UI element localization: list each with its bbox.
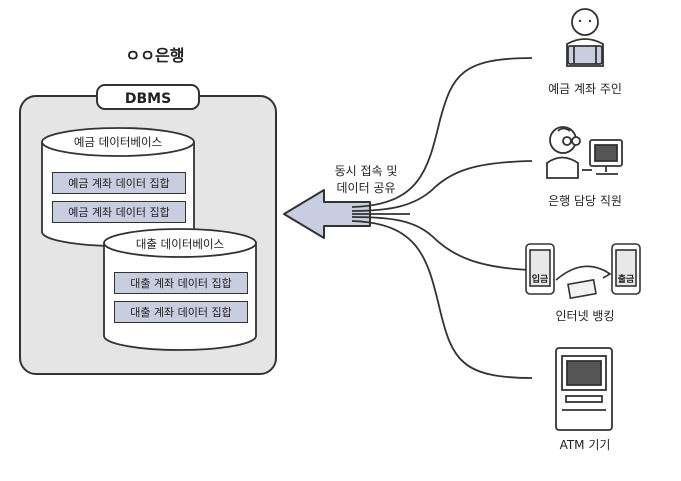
loan-data-set-1: 대출 계좌 데이터 집합 xyxy=(114,272,248,294)
deposit-db-title: 예금 데이터베이스 xyxy=(73,135,163,149)
deposit-data-set-2: 예금 계좌 데이터 집합 xyxy=(52,201,186,223)
loan-data-set-2: 대출 계좌 데이터 집합 xyxy=(114,301,248,323)
deposit-data-set-1: 예금 계좌 데이터 집합 xyxy=(52,172,186,194)
internet-banking-icon xyxy=(525,243,641,300)
shared-access-line1: 동시 접속 및 xyxy=(334,164,398,178)
bank-staff-icon xyxy=(546,126,623,179)
user-label-atm: ATM 기기 xyxy=(559,438,611,452)
loan-db-title: 대출 데이터베이스 xyxy=(135,237,225,251)
withdraw-text: 출금 xyxy=(617,275,635,285)
user-label-account-owner: 예금 계좌 주인 xyxy=(548,82,622,96)
account-owner-icon xyxy=(566,8,604,67)
bank-title: ㅇㅇ은행 xyxy=(125,46,185,65)
connection-lines xyxy=(351,57,533,379)
user-label-internet-banking: 인터넷 뱅킹 xyxy=(555,309,615,323)
deposit-text: 입금 xyxy=(531,275,549,285)
shared-access-line2: 데이터 공유 xyxy=(336,181,396,195)
shared-access-label: 동시 접속 및 데이터 공유 xyxy=(316,163,416,197)
atm-icon xyxy=(555,347,613,431)
user-label-bank-staff: 은행 담당 직원 xyxy=(548,194,622,208)
loan-database-cylinder xyxy=(103,228,257,351)
dbms-label: DBMS xyxy=(96,84,200,110)
